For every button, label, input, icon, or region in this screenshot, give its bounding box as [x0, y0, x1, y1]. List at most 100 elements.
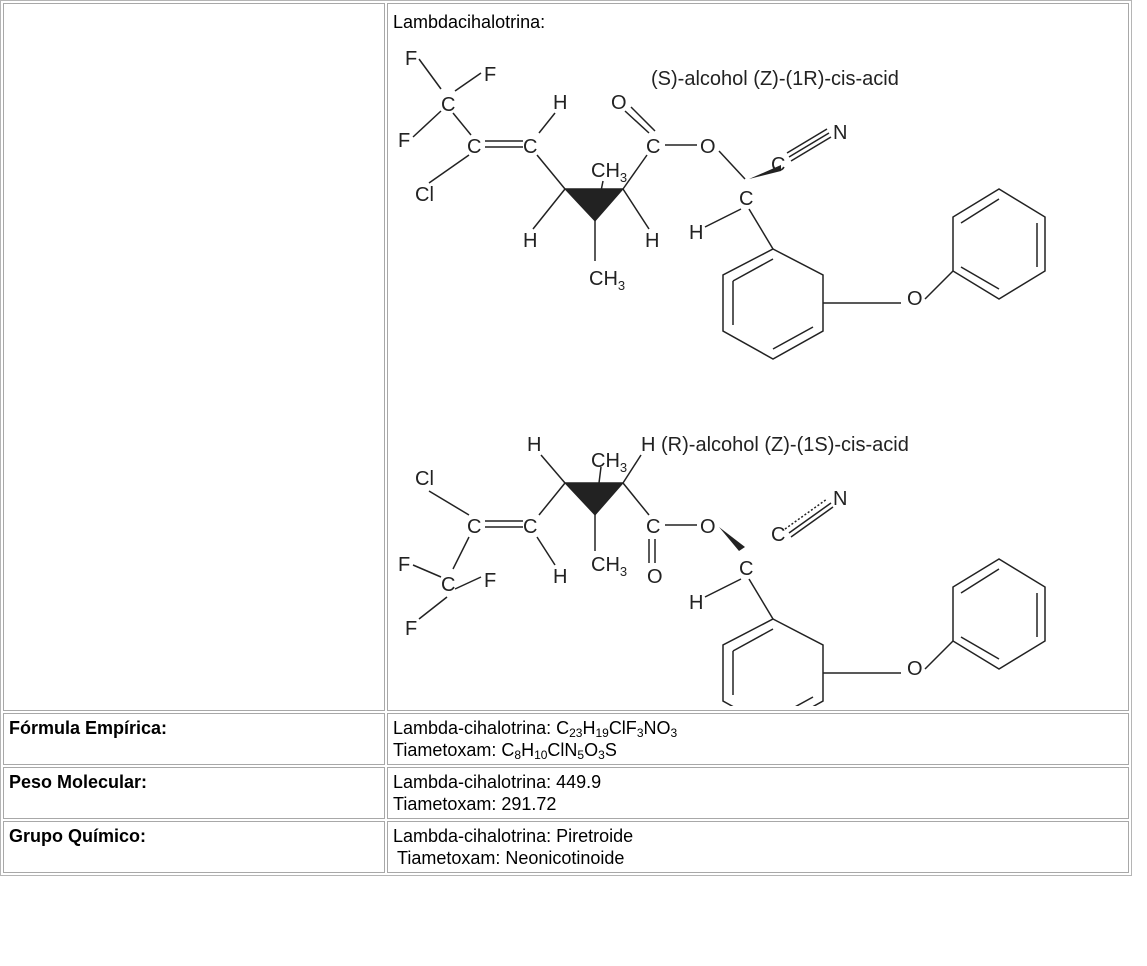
bond [622, 454, 642, 484]
structure-label-cell [3, 3, 385, 711]
wedge-bond [563, 482, 625, 516]
molecular-weight-label: Peso Molecular: [3, 767, 385, 819]
molecular-weight-row: Peso Molecular: Lambda-cihalotrina: 449.… [3, 767, 1129, 819]
bond [454, 576, 482, 590]
weight-line-lambda: Lambda-cihalotrina: 449.9 [393, 772, 602, 792]
atom: C [739, 188, 753, 210]
bond [418, 596, 448, 620]
wedge-bond [749, 165, 781, 179]
atom: H [553, 566, 567, 588]
formula-part: C [501, 740, 515, 760]
bond [732, 258, 774, 282]
atom: H [523, 230, 537, 252]
atom: O [647, 566, 663, 588]
svg-text:CH3: CH3 [591, 160, 627, 185]
atom: N [833, 122, 847, 144]
bond [538, 482, 566, 516]
atom-subscript: 3 [620, 564, 627, 579]
bond [790, 506, 834, 538]
phenoxy-ring [952, 188, 1046, 300]
formula-subscript: 3 [598, 748, 605, 762]
isomer2-label-s: S [814, 434, 827, 456]
atom: CH [591, 160, 620, 182]
bond [795, 696, 814, 706]
bond [748, 578, 774, 620]
svg-text:CH3: CH3 [591, 450, 627, 475]
svg-text:(S)-alcohol (Z)-(1R)-cis-acid: (S)-alcohol (Z)-(1R)-cis-acid [651, 68, 899, 90]
svg-text:CH3: CH3 [591, 554, 627, 579]
atom: F [405, 618, 417, 640]
isomer-1: (S)-alcohol (Z)-(1R)-cis-acid F F C F C … [398, 48, 1046, 360]
atom: H [689, 592, 703, 614]
atom: F [484, 64, 496, 86]
bond [772, 326, 814, 350]
isomer-2: (R)-alcohol (Z)-(1S)-cis-acid H CH3 H Cl… [398, 434, 1046, 706]
chemical-group-label: Grupo Químico: [3, 821, 385, 873]
atom-subscript: 3 [618, 278, 625, 293]
bond [924, 270, 954, 300]
isomer1-label-r: R [803, 68, 817, 90]
chemical-group-row: Grupo Químico: Lambda-cihalotrina: Piret… [3, 821, 1129, 873]
atom: C [771, 524, 785, 546]
empirical-formula-row: Fórmula Empírica: Lambda-cihalotrina: C2… [3, 713, 1129, 765]
bond [412, 110, 442, 138]
atom: CH [591, 450, 620, 472]
atom: Cl [415, 184, 434, 206]
formula-part: ClF [608, 718, 637, 738]
atom: F [484, 570, 496, 592]
formula-part: H [582, 718, 596, 738]
bond [624, 110, 650, 134]
bond [532, 188, 566, 230]
atom: O [700, 136, 716, 158]
atom: C [739, 558, 753, 580]
bond [622, 482, 650, 516]
atom: H [641, 434, 655, 456]
bond [788, 502, 832, 534]
bond [718, 150, 746, 180]
atom: N [833, 488, 847, 510]
formula-prefix: Tiametoxam: [393, 740, 502, 760]
atom: O [700, 516, 716, 538]
atom: C [441, 94, 455, 116]
phenoxy-ring [952, 558, 1046, 670]
product-properties-table: Lambdacihalotrina: (S)-alcohol (Z)-(1R)-… [0, 0, 1132, 876]
atom: O [611, 92, 627, 114]
bond [536, 536, 556, 566]
structure-row: Lambdacihalotrina: (S)-alcohol (Z)-(1R)-… [3, 3, 1129, 711]
formula-part: NO [643, 718, 671, 738]
svg-text:(R)-alcohol (Z)-(1S)-cis-acid: (R)-alcohol (Z)-(1S)-cis-acid [661, 434, 909, 456]
bond [784, 498, 828, 530]
formula-part: H [521, 740, 535, 760]
bond [748, 208, 774, 250]
bond [454, 72, 482, 92]
formula-subscript: 8 [514, 748, 522, 762]
bond [924, 640, 954, 670]
chemical-group-value: Lambda-cihalotrina: Piretroide Tiametoxa… [387, 821, 1129, 873]
formula-subscript: 5 [577, 748, 585, 762]
formula-subscript: 10 [534, 748, 548, 762]
isomer1-label-z: Z [760, 68, 772, 90]
formula-subscript: 3 [636, 726, 644, 740]
atom: C [523, 516, 537, 538]
isomer1-label-s: S [658, 68, 671, 90]
atom: F [398, 554, 410, 576]
bond [960, 198, 1000, 224]
bond [786, 128, 828, 154]
bond [960, 636, 1000, 660]
svg-text:CH3: CH3 [589, 268, 625, 293]
benzene-ring [722, 618, 824, 706]
bond [732, 628, 774, 652]
isomer2-label-z: Z [771, 434, 783, 456]
isomer2-label-cis: cis [841, 434, 865, 456]
atom: H [553, 92, 567, 114]
bond [788, 132, 830, 158]
bond [594, 180, 604, 222]
atom: O [907, 288, 923, 310]
atom: O [907, 658, 923, 680]
formula-subscript: 19 [595, 726, 609, 740]
bond [960, 568, 1000, 594]
weight-line-tiametoxam: Tiametoxam: 291.72 [393, 794, 557, 814]
bond [412, 564, 442, 578]
formula-line-tiametoxam: Tiametoxam: C8H10ClN5O3S [393, 739, 1123, 761]
empirical-formula-label: Fórmula Empírica: [3, 713, 385, 765]
